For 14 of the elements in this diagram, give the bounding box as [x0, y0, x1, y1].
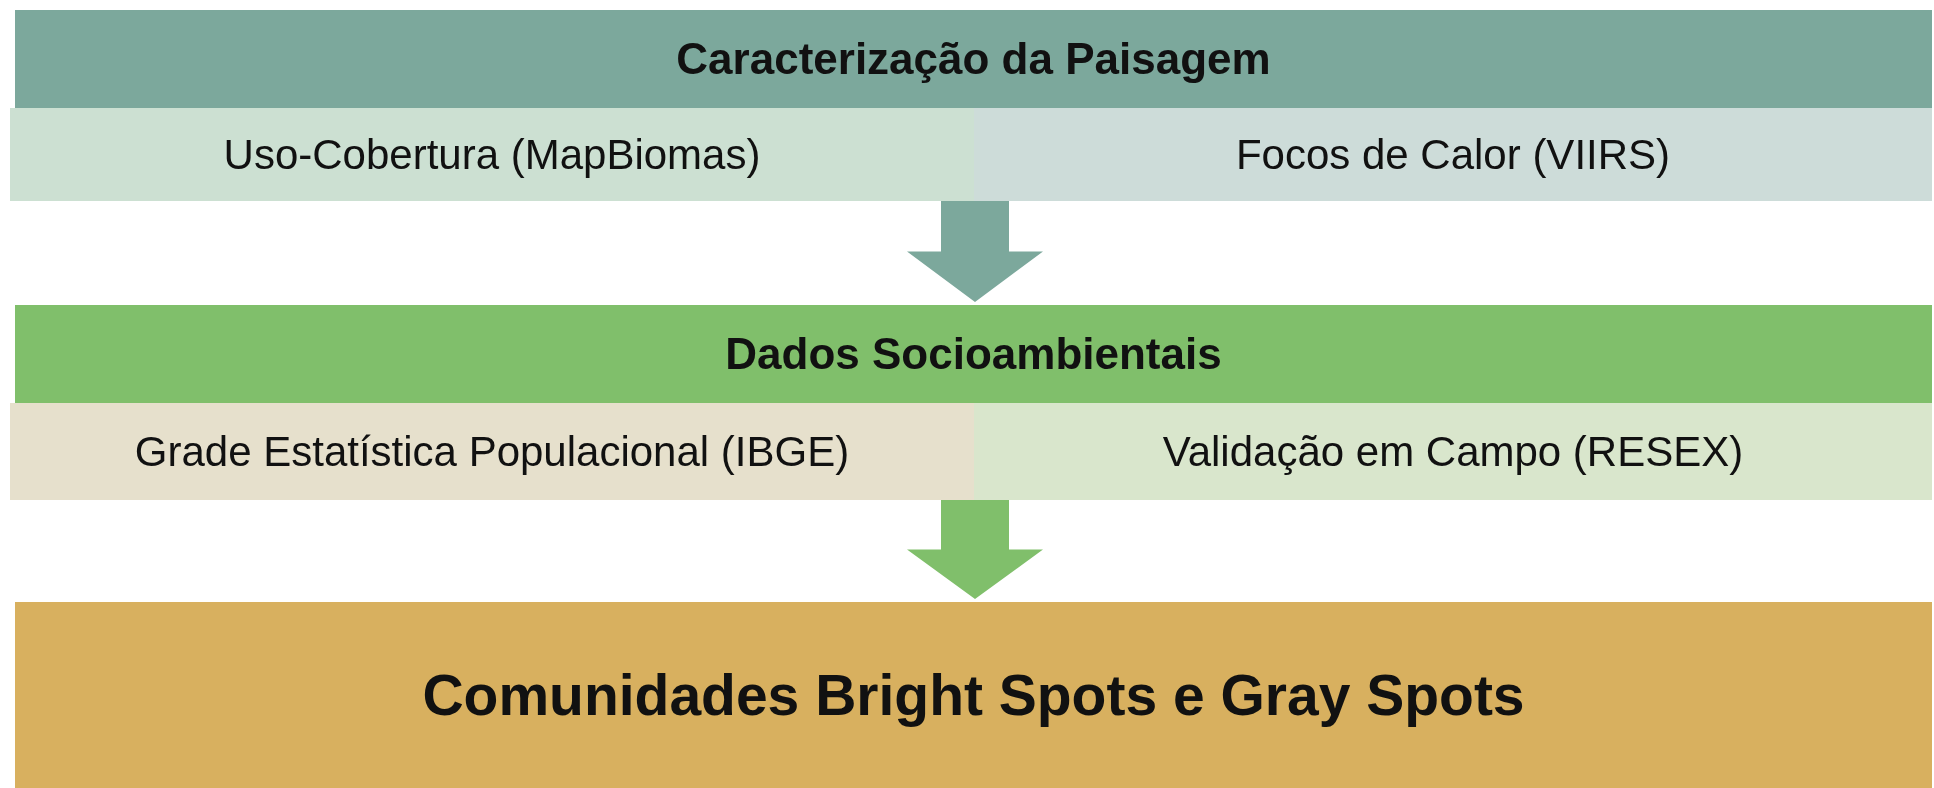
block-arrow — [907, 201, 1043, 302]
data-source-band — [10, 403, 974, 500]
data-source-band — [10, 108, 974, 201]
data-source-band — [974, 403, 1932, 500]
result-box — [15, 602, 1932, 788]
data-source-label: Grade Estatística Populacional (IBGE) — [134, 427, 850, 476]
block-arrow — [907, 500, 1043, 599]
result-title: Comunidades Bright Spots e Gray Spots — [422, 662, 1525, 728]
data-source-label: Uso-Cobertura (MapBiomas) — [223, 130, 761, 179]
section-heading: Caracterização da Paisagem — [676, 34, 1271, 84]
data-source-label: Validação em Campo (RESEX) — [1162, 427, 1744, 476]
data-source-label: Focos de Calor (VIIRS) — [1235, 130, 1671, 179]
data-source-band — [974, 108, 1932, 201]
section-heading: Dados Socioambientais — [725, 329, 1222, 379]
